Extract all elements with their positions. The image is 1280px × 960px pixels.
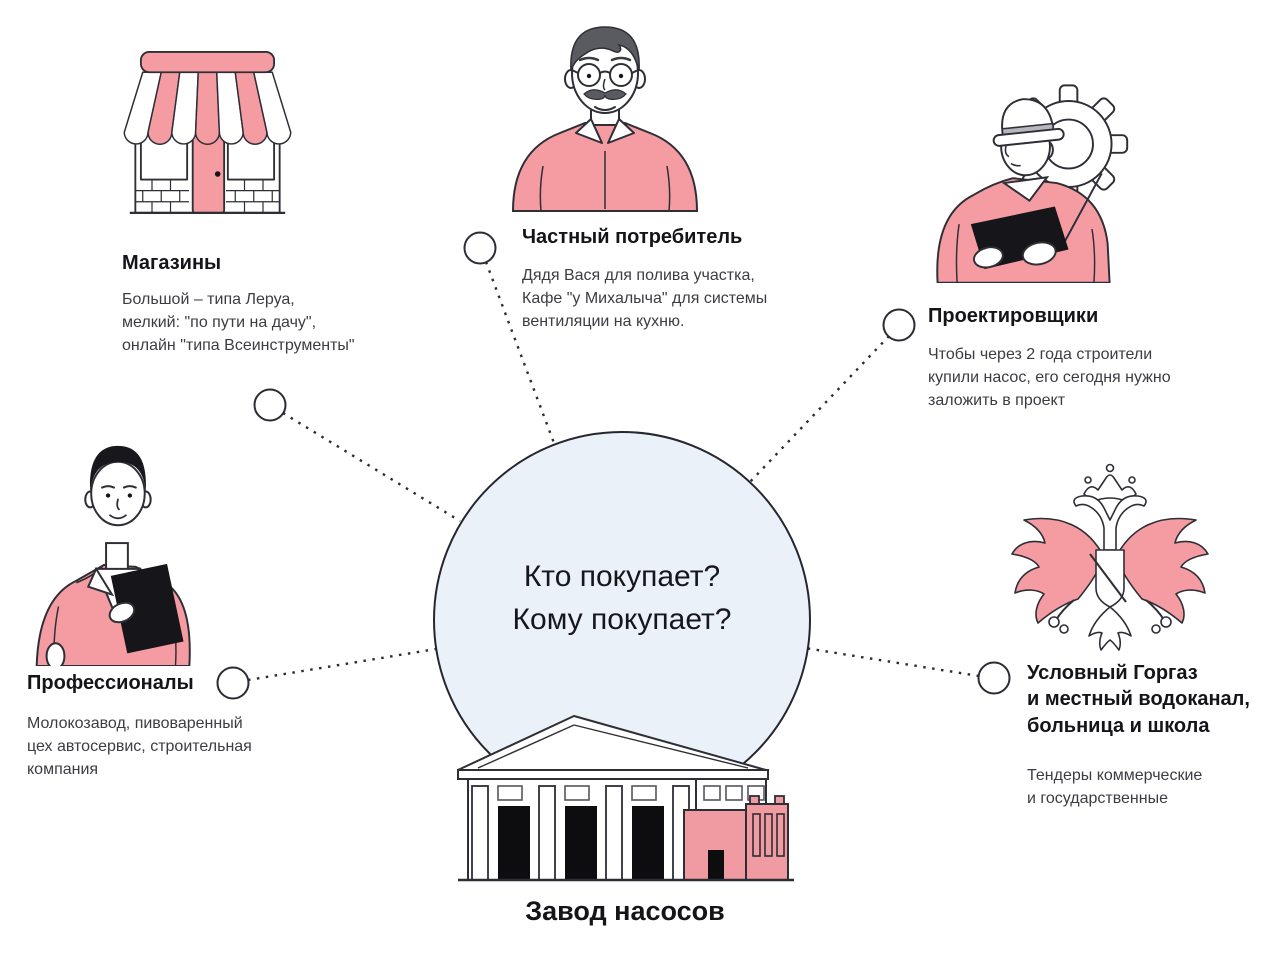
storefront-icon xyxy=(123,50,292,215)
shops-body: Большой – типа Леруа, мелкий: "по пути н… xyxy=(122,291,355,355)
professionals-title: Профессионалы xyxy=(27,672,194,694)
consumer-body: Дядя Вася для полива участка, Кафе "у Ми… xyxy=(522,267,768,331)
node-tenders xyxy=(1010,460,1210,655)
consumer-title: Частный потребитель xyxy=(522,226,743,248)
man-with-glasses-illustration xyxy=(511,26,699,212)
designers-body: Чтобы через 2 года строители купили насо… xyxy=(928,346,1171,410)
node-shops xyxy=(115,42,300,232)
dotted-line-tenders xyxy=(804,646,980,678)
junction-circle-designers xyxy=(882,308,916,342)
factory-label: Завод насосов xyxy=(525,896,725,926)
central-question-text: Кто покупает? Кому покупает? xyxy=(512,560,732,636)
dotted-line-shops xyxy=(282,411,461,523)
node-professionals xyxy=(24,438,204,666)
junction-circle-consumer xyxy=(463,231,497,265)
dotted-line-designers xyxy=(748,335,890,484)
double-headed-eagle-emblem xyxy=(1011,463,1209,651)
tenders-title: Условный Горгаз и местный водоканал, бол… xyxy=(1027,662,1250,737)
dotted-line-professionals xyxy=(247,647,437,682)
tenders-body: Тендеры коммерческие и государственные xyxy=(1027,767,1203,808)
engineer-with-gear-illustration xyxy=(936,84,1129,283)
designers-title: Проектировщики xyxy=(928,305,1099,327)
factory-building-illustration xyxy=(457,715,794,882)
junction-circle-professionals xyxy=(216,666,250,700)
professionals-body: Молокозавод, пивоваренный цех автосервис… xyxy=(27,715,252,779)
node-consumer xyxy=(505,20,705,212)
junction-circle-tenders xyxy=(977,661,1011,695)
shops-title: Магазины xyxy=(122,252,222,274)
junction-circle-shops xyxy=(253,388,287,422)
node-designers xyxy=(920,48,1135,283)
person-with-folder-illustration xyxy=(35,445,191,666)
node-factory xyxy=(456,706,796,891)
